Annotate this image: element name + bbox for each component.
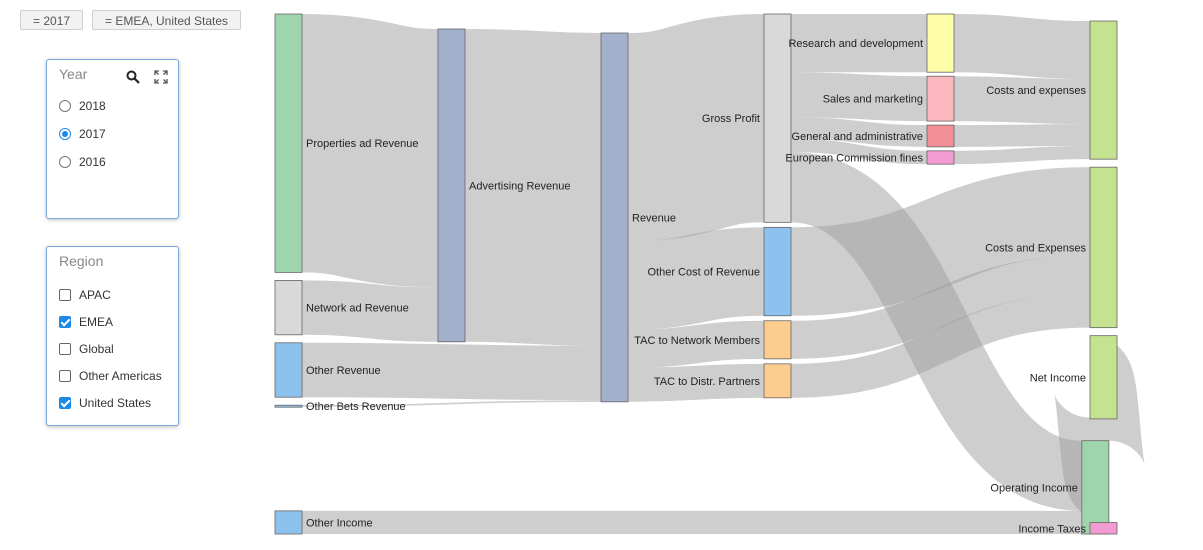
year-filter-chip[interactable]: = 2017 xyxy=(20,10,84,30)
sankey-node-other_inc[interactable] xyxy=(274,510,303,535)
sankey-node-opinc[interactable] xyxy=(1081,440,1110,535)
sankey-link-network-advert[interactable] xyxy=(301,280,439,342)
sankey-label-gross: Gross Profit xyxy=(702,113,760,125)
sankey-label-advert: Advertising Revenue xyxy=(469,180,571,192)
sankey-node-bets[interactable] xyxy=(274,404,303,408)
sankey-links xyxy=(299,13,1150,535)
sankey-link-bets-revenue[interactable] xyxy=(301,400,602,407)
sankey-node-revenue[interactable] xyxy=(600,32,629,403)
sankey-node-other_rev[interactable] xyxy=(274,342,303,398)
sankey-label-network: Network ad Revenue xyxy=(306,303,409,315)
sankey-label-net: Net Income xyxy=(1030,372,1086,384)
checkbox-other-americas[interactable] xyxy=(59,370,71,382)
sankey-node-props[interactable] xyxy=(274,13,303,273)
region-option-label: Other Americas xyxy=(79,369,162,383)
sankey-label-props: Properties ad Revenue xyxy=(306,138,419,150)
sankey-nodes xyxy=(274,13,1118,535)
sankey-label-other_rev: Other Revenue xyxy=(306,365,381,377)
year-option-2018[interactable]: 2018 xyxy=(59,98,106,114)
sankey-link-gross-ecf[interactable] xyxy=(790,138,928,165)
sankey-label-other_inc: Other Income xyxy=(306,517,373,529)
sankey-node-tax[interactable] xyxy=(1089,522,1118,535)
year-option-2016[interactable]: 2016 xyxy=(59,154,106,170)
region-panel-title: Region xyxy=(59,253,104,269)
sankey-node-gross[interactable] xyxy=(763,13,792,223)
sankey-link-rd-cne[interactable] xyxy=(953,14,1091,80)
year-option-label: 2018 xyxy=(79,99,106,113)
sankey-label-bets: Other Bets Revenue xyxy=(306,401,406,413)
year-panel-title: Year xyxy=(59,66,88,82)
year-option-label: 2016 xyxy=(79,155,106,169)
radio-2018[interactable] xyxy=(59,100,71,112)
region-option-other-americas[interactable]: Other Americas xyxy=(59,368,162,384)
checkbox-global[interactable] xyxy=(59,343,71,355)
sankey-label-sm: Sales and marketing xyxy=(823,94,923,106)
sankey-link-revenue-gross[interactable] xyxy=(625,14,767,242)
checkbox-united-states[interactable] xyxy=(59,397,71,409)
sankey-label-cne: Costs and expenses xyxy=(986,85,1086,97)
sankey-link-ocr-cnE[interactable] xyxy=(790,167,1091,316)
sankey-label-ocr: Other Cost of Revenue xyxy=(647,267,760,279)
radio-2017[interactable] xyxy=(59,128,71,140)
sankey-label-opinc: Operating Income xyxy=(990,482,1077,494)
radio-2016[interactable] xyxy=(59,156,71,168)
sankey-link-revenue-tacdp[interactable] xyxy=(627,363,765,402)
sankey-label-ecf: European Commission fines xyxy=(785,153,923,165)
sankey-label-revenue: Revenue xyxy=(632,212,676,224)
sankey-link-other_rev-revenue[interactable] xyxy=(301,342,602,401)
region-option-label: Global xyxy=(79,342,114,356)
sankey-node-rd[interactable] xyxy=(926,13,955,73)
expand-icon[interactable] xyxy=(154,70,168,84)
sankey-node-net[interactable] xyxy=(1089,335,1118,420)
region-option-global[interactable]: Global xyxy=(59,341,114,357)
year-filter-panel: Year 2018 2017 2016 xyxy=(46,59,179,219)
region-option-label: EMEA xyxy=(79,315,114,329)
region-option-label: United States xyxy=(79,396,152,410)
sankey-label-tacnm: TAC to Network Members xyxy=(634,335,760,347)
year-option-label: 2017 xyxy=(79,127,106,141)
region-filter-chip[interactable]: = EMEA, United States xyxy=(92,10,242,30)
year-panel-tools xyxy=(126,70,168,84)
sankey-link-tacdp-cnE[interactable] xyxy=(790,293,1091,398)
sankey-node-ecf[interactable] xyxy=(926,150,955,165)
sankey-label-rd: Research and development xyxy=(788,38,923,50)
sankey-link-ecf-cne[interactable] xyxy=(953,145,1091,165)
sankey-label-tacdp: TAC to Distr. Partners xyxy=(654,376,761,388)
sankey-link-revenue-tacnm[interactable] xyxy=(627,320,765,368)
sankey-link-gross-ga[interactable] xyxy=(790,117,928,147)
sankey-node-sm[interactable] xyxy=(926,75,955,122)
sankey-label-cnE: Costs and Expenses xyxy=(985,242,1086,254)
sankey-link-revenue-ocr[interactable] xyxy=(627,227,765,330)
sankey-node-tacnm[interactable] xyxy=(763,320,792,360)
region-option-emea[interactable]: EMEA xyxy=(59,314,113,330)
sankey-node-network[interactable] xyxy=(274,279,303,336)
sankey-node-cnE[interactable] xyxy=(1089,166,1118,329)
sankey-node-cne[interactable] xyxy=(1089,20,1118,160)
sankey-link-gross-sm[interactable] xyxy=(790,72,928,122)
sankey-label-ga: General and administrative xyxy=(792,131,923,143)
sankey-link-sm-cne[interactable] xyxy=(953,76,1091,125)
sankey-node-ocr[interactable] xyxy=(763,226,792,317)
sankey-node-ga[interactable] xyxy=(926,124,955,148)
sankey-label-tax: Income Taxes xyxy=(1018,523,1086,535)
sankey-node-advert[interactable] xyxy=(437,28,466,343)
search-icon[interactable] xyxy=(126,70,140,84)
sankey-node-tacdp[interactable] xyxy=(763,363,792,399)
region-option-united-states[interactable]: United States xyxy=(59,395,151,411)
year-option-2017[interactable]: 2017 xyxy=(59,126,106,142)
sankey-link-ga-cne[interactable] xyxy=(953,124,1091,147)
checkbox-emea[interactable] xyxy=(59,316,71,328)
sankey-link-tacnm-cnE[interactable] xyxy=(790,255,1091,359)
checkbox-apac[interactable] xyxy=(59,289,71,301)
region-option-label: APAC xyxy=(79,288,111,302)
sankey-link-props-advert[interactable] xyxy=(299,14,441,288)
region-option-apac[interactable]: APAC xyxy=(59,287,111,303)
region-filter-panel: Region APAC EMEA Global Other Americas U… xyxy=(46,246,179,426)
sankey-link-advert-revenue[interactable] xyxy=(464,29,602,346)
